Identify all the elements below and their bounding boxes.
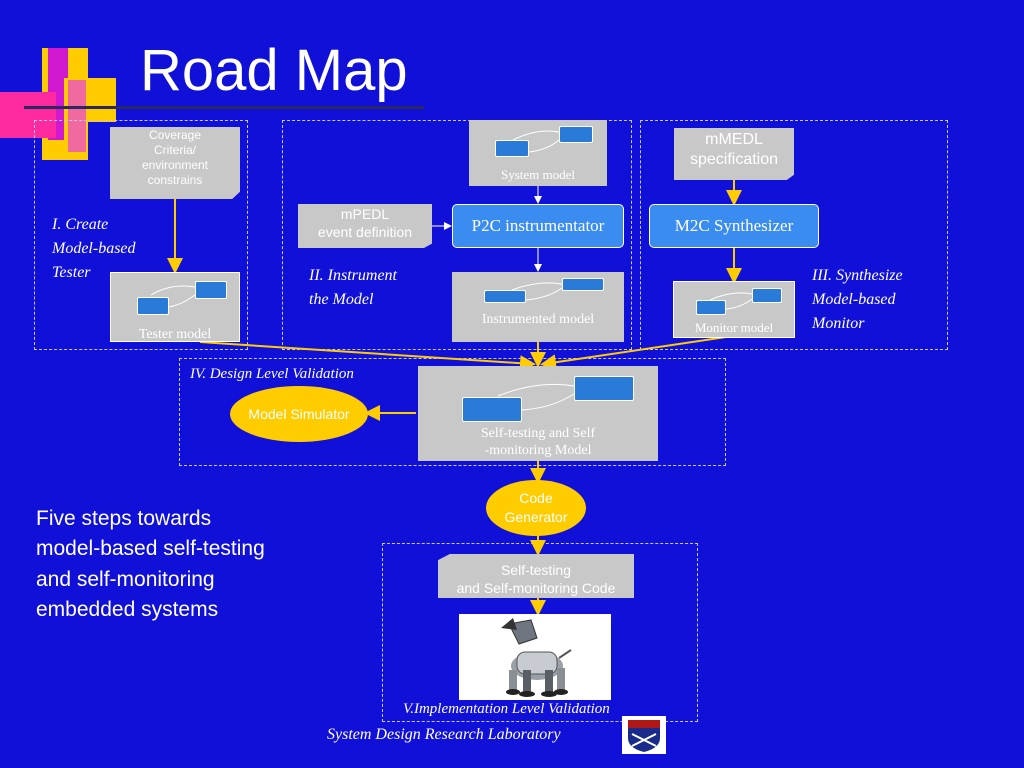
robot-image bbox=[459, 614, 611, 700]
instrumented-model-box: Instrumented model bbox=[452, 272, 624, 342]
doc-line: mMEDL bbox=[705, 131, 763, 148]
body-line: model-based self-testing bbox=[36, 537, 265, 561]
monitor-model-caption: Monitor model bbox=[694, 320, 774, 335]
model-state-icon bbox=[484, 290, 526, 303]
step2-label-line: the Model bbox=[309, 291, 374, 308]
step2-label-line: II. Instrument bbox=[309, 267, 397, 284]
body-line: Five steps towards bbox=[36, 507, 212, 530]
tester-model-caption: Tester model bbox=[138, 327, 212, 342]
caption-line: Self-testing and Self bbox=[480, 426, 596, 441]
slide-title: Road Map bbox=[140, 38, 408, 103]
caption-line: -monitoring Model bbox=[484, 442, 592, 458]
step3-label-line: Model-based bbox=[812, 291, 896, 308]
step1-label-line: Tester bbox=[52, 264, 91, 281]
step1-label-line: I. Create bbox=[52, 216, 109, 233]
transition-arrows-icon bbox=[150, 285, 196, 308]
doc-line: Criteria/ bbox=[153, 143, 196, 157]
tester-model-box: Tester model bbox=[110, 272, 240, 342]
monitor-model-box: Monitor model bbox=[673, 281, 795, 338]
model-state-icon bbox=[462, 397, 522, 422]
footer-lab-name: System Design Research Laboratory bbox=[327, 726, 561, 743]
transition-arrows-icon bbox=[511, 282, 563, 301]
model-state-icon bbox=[495, 140, 529, 157]
transition-arrows-icon bbox=[497, 383, 575, 411]
self-testing-code-doc: Self-testing and Self-monitoring Code bbox=[438, 554, 634, 598]
doc-line: mPEDL bbox=[340, 206, 390, 222]
ellipse-line: Code bbox=[519, 490, 553, 506]
code-generator-ellipse: Code Generator bbox=[486, 480, 586, 536]
doc-line: environment bbox=[141, 158, 209, 172]
model-simulator-ellipse: Model Simulator bbox=[230, 386, 368, 442]
model-state-icon bbox=[195, 281, 227, 299]
step3-label-line: Monitor bbox=[812, 315, 865, 332]
doc-line: constrains bbox=[147, 173, 203, 187]
mpedl-doc: mPEDL event definition bbox=[298, 204, 432, 248]
doc-line: specification bbox=[689, 151, 779, 168]
doc-line: event definition bbox=[317, 223, 413, 240]
system-model-box: System model bbox=[469, 120, 607, 186]
coverage-criteria-doc: Coverage Criteria/ environment constrain… bbox=[110, 127, 240, 199]
doc-line: and Self-monitoring Code bbox=[456, 579, 616, 596]
model-state-icon bbox=[574, 376, 634, 401]
step2-label: II. Instrument the Model bbox=[309, 264, 397, 312]
region-step3 bbox=[640, 120, 948, 350]
doc-line: Coverage bbox=[148, 128, 202, 142]
m2c-synthesizer-box: M2C Synthesizer bbox=[649, 204, 819, 248]
transition-arrows-icon bbox=[512, 130, 560, 153]
region-step2 bbox=[282, 120, 632, 350]
body-line: embedded systems bbox=[36, 598, 219, 622]
region-step1 bbox=[34, 120, 248, 350]
p2c-instrumentator-box: P2C instrumentator bbox=[452, 204, 624, 248]
body-line: and self-monitoring bbox=[36, 567, 215, 591]
ellipse-line: Generator bbox=[504, 508, 568, 525]
model-state-icon bbox=[752, 288, 782, 303]
step3-label-line: III. Synthesize bbox=[812, 267, 903, 284]
system-model-caption: System model bbox=[500, 167, 576, 182]
slide-body-text: Five steps towards model-based self-test… bbox=[36, 504, 265, 626]
step4-label: IV. Design Level Validation bbox=[190, 366, 354, 382]
university-shield-icon bbox=[628, 720, 660, 752]
mmedl-doc: mMEDL specification bbox=[674, 128, 794, 180]
robot-dog-icon bbox=[501, 618, 572, 697]
university-logo bbox=[622, 716, 666, 754]
model-state-icon bbox=[559, 126, 593, 143]
self-testing-model-caption: Self-testing and Self -monitoring Model bbox=[418, 426, 658, 460]
step1-label-line: Model-based bbox=[52, 240, 136, 257]
model-state-icon bbox=[137, 297, 169, 315]
step1-label: I. Create Model-based Tester bbox=[52, 213, 136, 285]
step3-label: III. Synthesize Model-based Monitor bbox=[812, 264, 903, 336]
model-state-icon bbox=[562, 278, 604, 291]
instrumented-model-caption: Instrumented model bbox=[481, 312, 595, 327]
self-testing-model-box: Self-testing and Self -monitoring Model bbox=[418, 366, 658, 461]
doc-line: Self-testing bbox=[500, 562, 572, 578]
transition-arrows-icon bbox=[709, 292, 753, 310]
model-state-icon bbox=[696, 300, 726, 315]
step5-label: V.Implementation Level Validation bbox=[403, 701, 610, 717]
